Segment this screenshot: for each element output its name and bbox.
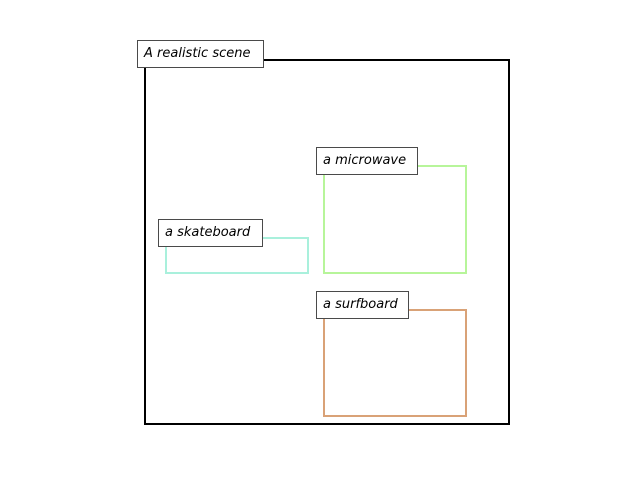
scene-title-label: A realistic scene (137, 40, 264, 68)
microwave-bounding-box (323, 165, 467, 274)
scene-frame (144, 59, 510, 425)
surfboard-label: a surfboard (316, 291, 409, 319)
microwave-label: a microwave (316, 147, 418, 175)
skateboard-label: a skateboard (158, 219, 263, 247)
surfboard-bounding-box (323, 309, 467, 417)
